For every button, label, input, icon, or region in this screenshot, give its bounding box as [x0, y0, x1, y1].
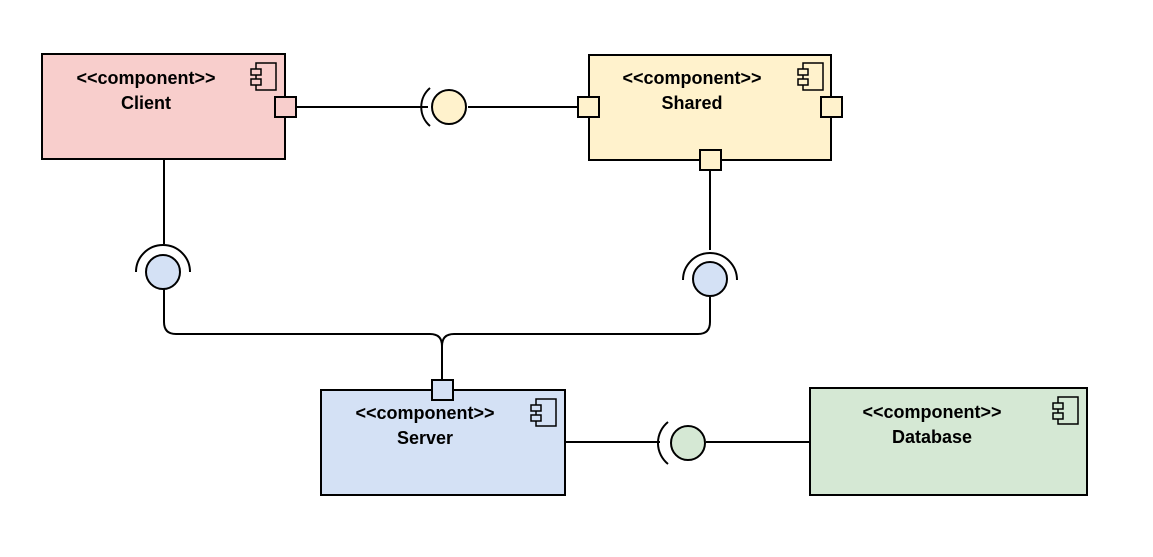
socket-shared-server [682, 252, 738, 281]
component-icon [250, 62, 277, 91]
port-server-top[interactable] [431, 379, 454, 401]
connector-client-server[interactable] [135, 160, 443, 380]
component-icon [1052, 396, 1079, 425]
lollipop-interface-shared[interactable] [431, 89, 467, 125]
socket-client-server [135, 244, 191, 273]
component-icon [797, 62, 824, 91]
component-client[interactable]: <<component>> Client [41, 53, 297, 160]
component-client-name: Client [121, 93, 171, 113]
component-database-name: Database [892, 427, 972, 447]
component-server[interactable]: <<component>> Server [320, 379, 566, 496]
lollipop-interface-database[interactable] [670, 425, 706, 461]
component-shared-name: Shared [661, 93, 722, 113]
component-icon [530, 398, 557, 427]
component-shared-box[interactable] [588, 54, 832, 161]
component-server-stereotype: <<component>> [355, 403, 494, 423]
connector-server-database[interactable] [565, 421, 810, 465]
component-server-box[interactable] [320, 389, 566, 496]
component-shared-stereotype: <<component>> [622, 68, 761, 88]
port-client-right[interactable] [274, 96, 297, 118]
connector-shared-server[interactable] [441, 170, 738, 347]
port-shared-left[interactable] [577, 96, 600, 118]
port-shared-right[interactable] [820, 96, 843, 118]
socket-server-database [656, 421, 669, 465]
port-shared-bottom[interactable] [699, 149, 722, 171]
lollipop-interface-server-from-client[interactable] [145, 254, 181, 290]
component-server-name: Server [397, 428, 453, 448]
component-client-stereotype: <<component>> [76, 68, 215, 88]
lollipop-interface-server-from-shared[interactable] [692, 261, 728, 297]
component-shared[interactable]: <<component>> Shared [577, 54, 843, 171]
component-database-stereotype: <<component>> [862, 402, 1001, 422]
connector-client-shared[interactable] [296, 87, 578, 127]
component-database[interactable]: <<component>> Database [809, 387, 1088, 496]
component-database-box[interactable] [809, 387, 1088, 496]
socket-client-shared [420, 87, 431, 127]
